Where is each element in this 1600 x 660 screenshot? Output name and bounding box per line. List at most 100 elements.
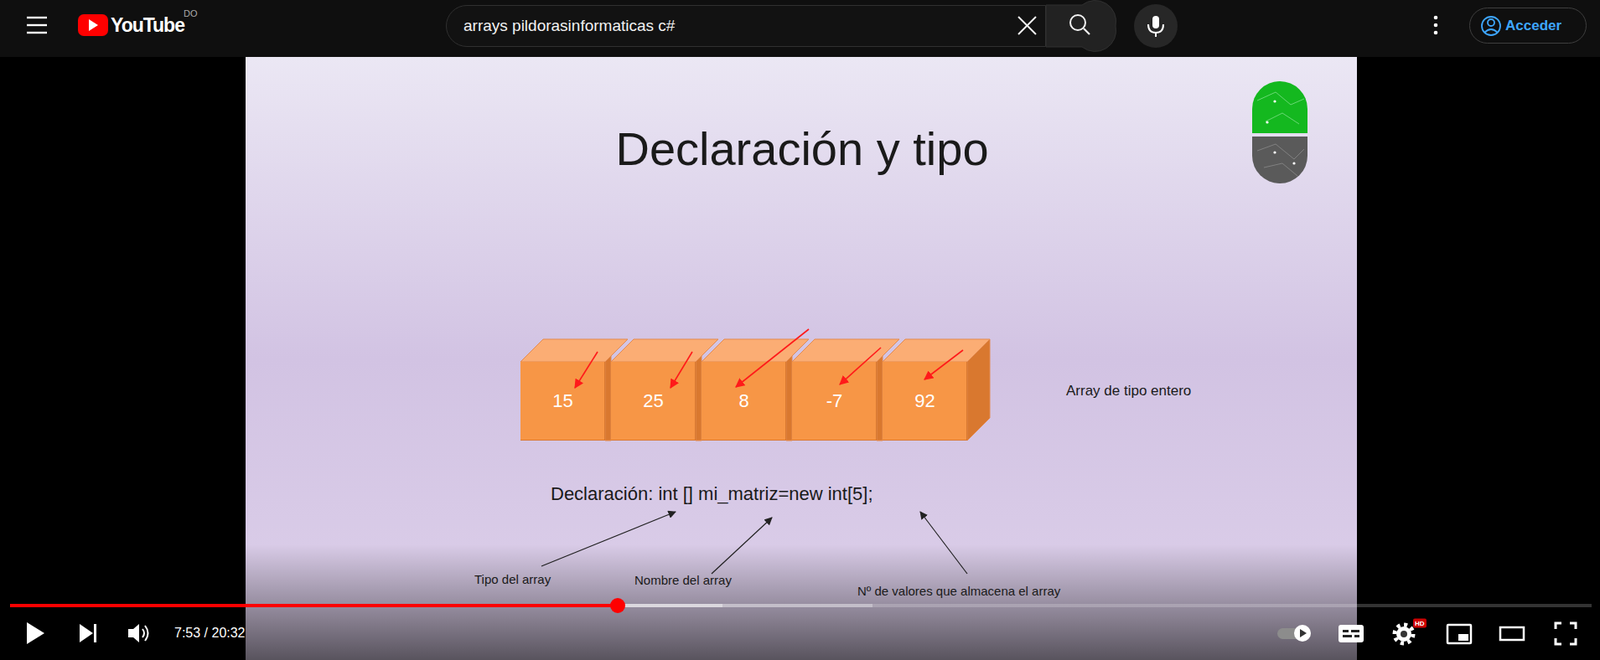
hd-badge: HD [1413, 619, 1427, 629]
array-cell: 92 [882, 362, 968, 441]
video-frame [0, 56, 1600, 660]
progress-bar [10, 604, 873, 608]
search-button [1083, 28, 1090, 35]
search-button [1045, 0, 1117, 52]
cube-tops [520, 339, 628, 363]
account-icon [1481, 16, 1501, 36]
progress-bar [10, 604, 1592, 608]
course-logo [1257, 92, 1305, 125]
annotation: Tipo del array [474, 572, 551, 587]
more-icon [1434, 31, 1439, 36]
menu-icon [26, 17, 47, 33]
cube-tops [605, 356, 612, 441]
slide-title: Declaración y tipo [615, 121, 989, 177]
volume-icon [128, 624, 149, 643]
node-text: 92 [914, 390, 935, 413]
progress-bar [10, 598, 1592, 614]
node-text: arrays pildorasinformaticas c# [463, 16, 675, 36]
settings-icon [1394, 625, 1414, 644]
site-logo-text: YouTube [110, 14, 185, 37]
cube-tops [520, 339, 990, 441]
settings-icon [1396, 626, 1412, 643]
mic-button [1133, 4, 1178, 48]
mic-button [1133, 4, 1178, 48]
sign-in-button: Acceder [1469, 7, 1587, 44]
course-logo [1252, 136, 1308, 184]
fullscreen-icon [1555, 638, 1562, 645]
region-code: DO [183, 8, 198, 19]
time-display: 7:53 / 20:32 [174, 626, 246, 642]
menu-icon [26, 16, 47, 19]
next-icon [79, 624, 97, 643]
miniplayer-icon [1447, 625, 1471, 644]
array-cell: 15 [520, 362, 606, 441]
annotation: Nombre del array [634, 573, 732, 588]
course-logo [1273, 150, 1276, 154]
red-arrow [574, 352, 598, 389]
search-button [1045, 0, 1117, 52]
array-cell: 8 [701, 362, 787, 441]
subtitles-icon [1338, 625, 1364, 643]
volume-icon [128, 624, 140, 643]
account-icon [1481, 16, 1501, 36]
fullscreen-icon [1555, 623, 1562, 630]
mic-button [1154, 32, 1157, 37]
progress-bar [10, 604, 618, 608]
red-arrow [924, 350, 964, 380]
autoplay-toggle [1277, 625, 1311, 643]
fullscreen-icon [1569, 638, 1576, 645]
youtube-logo [77, 14, 109, 37]
more-icon [1434, 15, 1439, 21]
volume-icon [142, 629, 145, 638]
more-icon [1434, 23, 1439, 28]
subtitles-icon [1342, 635, 1352, 638]
subtitles-icon [1342, 630, 1349, 633]
account-icon [1484, 29, 1498, 33]
play-icon [26, 622, 45, 645]
next-icon [79, 624, 94, 643]
subtitles-icon [1338, 625, 1364, 643]
course-logo [1265, 120, 1269, 124]
next-icon [93, 624, 97, 643]
youtube-logo [77, 14, 109, 37]
more-icon [1434, 15, 1439, 36]
red-arrow [574, 329, 964, 389]
course-logo [1252, 81, 1308, 184]
youtube-logo [88, 19, 99, 32]
autoplay-toggle [1299, 629, 1307, 638]
node-text: 8 [738, 390, 749, 413]
mic-button [1148, 24, 1164, 33]
menu-icon [26, 31, 47, 34]
cube-tops [701, 339, 809, 363]
clear-icon [1018, 16, 1036, 35]
course-logo [1252, 81, 1308, 134]
cube-tops [786, 356, 793, 441]
node-text: -7 [826, 390, 844, 413]
settings-icon [1394, 625, 1414, 644]
play-icon [26, 622, 45, 645]
miniplayer-icon [1458, 634, 1469, 642]
cube-tops [792, 339, 900, 363]
clear-icon [1018, 16, 1036, 35]
progress-bar [610, 598, 626, 614]
fullscreen-icon [1555, 623, 1576, 645]
array-caption: Array de tipo entero [1066, 383, 1191, 400]
node-text: 15 [552, 390, 573, 413]
search-button [1070, 15, 1086, 31]
red-arrow [735, 329, 809, 388]
player-shade [0, 544, 1600, 660]
search-box: arrays pildorasinformaticas c# [445, 5, 1046, 47]
top-bar [0, 0, 1600, 57]
fullscreen-icon [1569, 623, 1576, 630]
course-logo [1257, 144, 1305, 177]
course-logo [1273, 99, 1276, 103]
clear-icon [1018, 16, 1036, 35]
theater-icon [1500, 627, 1524, 641]
subtitles-icon [1354, 635, 1360, 638]
cube-tops [611, 339, 719, 363]
red-arrow [839, 347, 881, 385]
player-shade [0, 544, 1600, 660]
array-cell: 25 [611, 362, 696, 441]
